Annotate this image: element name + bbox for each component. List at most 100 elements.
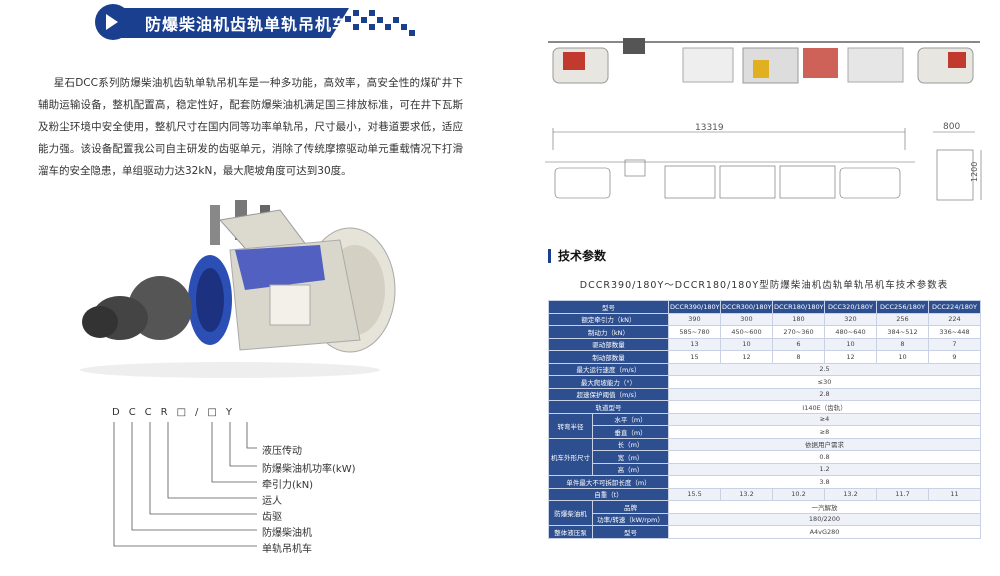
- group-label: 转弯半径: [548, 412, 593, 439]
- table-row: 单件最大不可拆卸长度（m） 3.8: [548, 475, 981, 489]
- group-label: 防爆柴油机: [548, 500, 593, 526]
- table-row: 高（m） 1.2: [549, 462, 981, 476]
- legend-item: 牵引力(kN): [262, 480, 314, 491]
- row-label: 制动部数量: [548, 350, 669, 364]
- row-label: 高（m）: [592, 462, 669, 476]
- cell: 300: [720, 312, 773, 326]
- cell: 585~780: [668, 325, 721, 339]
- table-row: 驱动部数量 13 10 6 10 8 7: [548, 337, 981, 351]
- table-row: 制动部数量 15 12 8 12 10 9: [548, 350, 981, 364]
- title-banner: 防爆柴油机齿轨单轨吊机车: [95, 4, 425, 42]
- gear-drive-unit-image: [80, 200, 396, 378]
- cell: 224: [928, 312, 981, 326]
- checker-decoration: [345, 10, 417, 38]
- cell: 10: [824, 337, 877, 351]
- cell: 11: [928, 487, 981, 501]
- group-label: 机车外形尺寸: [548, 437, 593, 476]
- cell: 依据用户需求: [668, 437, 981, 451]
- row-label: 自重（t）: [548, 487, 669, 501]
- table-row: 最大爬坡能力（°） ≤30: [548, 375, 981, 389]
- table-row: 制动力（kN） 585~780 450~600 270~360 480~640 …: [548, 325, 981, 339]
- cell: 8: [876, 337, 929, 351]
- legend-item: 齿驱: [262, 512, 282, 523]
- row-label: 制动力（kN）: [548, 325, 669, 339]
- row-label: 水平（m）: [592, 412, 669, 426]
- cell: 15: [668, 350, 721, 364]
- cell: I140E（齿轨）: [668, 400, 981, 414]
- model-code: DCCR□/□Y: [112, 407, 241, 418]
- table-row: 防爆柴油机 品牌 一汽解放: [548, 500, 981, 526]
- table-caption: DCCR390/180Y～DCCR180/180Y型防爆柴油机齿轨单轨吊机车技术…: [579, 280, 949, 291]
- legend-item: 运人: [262, 496, 282, 507]
- model-code-legend: 液压传动 防爆柴油机功率(kW) 牵引力(kN) 运人 齿驱 防爆柴油机 单轨吊…: [112, 420, 372, 560]
- row-label: 最大运行速度（m/s）: [548, 362, 669, 376]
- spec-table: 型号 DCCR390/180Y DCCR300/180Y DCCR180/180…: [548, 300, 981, 539]
- row-label: 垂直（m）: [592, 425, 669, 439]
- table-row: 整体液压泵 型号 A4vG280: [548, 525, 981, 539]
- cell: 8: [772, 350, 825, 364]
- cell: 11.7: [876, 487, 929, 501]
- row-label: 品牌: [592, 500, 669, 514]
- table-row: 最大运行速度（m/s） 2.5: [548, 362, 981, 376]
- table-row: 垂直（m） ≥8: [549, 425, 981, 439]
- legend-lines: [113, 422, 257, 547]
- cell: 320: [824, 312, 877, 326]
- legend-item: 防爆柴油机: [262, 528, 312, 539]
- cell: 12: [720, 350, 773, 364]
- row-label: 型号: [592, 525, 669, 539]
- play-icon: [95, 4, 131, 40]
- cell: 10.2: [772, 487, 825, 501]
- cell: ≤30: [668, 375, 981, 389]
- cell: 10: [720, 337, 773, 351]
- cell: 13.2: [720, 487, 773, 501]
- row-label: 驱动部数量: [548, 337, 669, 351]
- cell: 336~448: [928, 325, 981, 339]
- cell: 180: [772, 312, 825, 326]
- cell: 480~640: [824, 325, 877, 339]
- cell: 6: [772, 337, 825, 351]
- table-row: 自重（t） 15.5 13.2 10.2 13.2 11.7 11: [548, 487, 981, 501]
- header-cell: DCCR300/180Y: [720, 300, 773, 314]
- row-label: 轨道型号: [548, 400, 669, 414]
- section-title: 技术参数: [548, 249, 606, 263]
- header-cell: DCC256/180Y: [876, 300, 929, 314]
- row-label: 宽（m）: [592, 450, 669, 464]
- header-cell: DCCR180/180Y: [772, 300, 825, 314]
- cell: 1.2: [668, 462, 981, 476]
- cell: 10: [876, 350, 929, 364]
- row-label: 最大爬坡能力（°）: [548, 375, 669, 389]
- cell: 390: [668, 312, 721, 326]
- legend-item: 单轨吊机车: [262, 544, 312, 555]
- table-row: 宽（m） 0.8: [549, 450, 981, 464]
- cell: 15.5: [668, 487, 721, 501]
- table-row: 超速保护阈值（m/s） 2.8: [548, 387, 981, 401]
- header-cell: DCCR390/180Y: [668, 300, 721, 314]
- cell: 3.8: [668, 475, 981, 489]
- table-header-row: 型号 DCCR390/180Y DCCR300/180Y DCCR180/180…: [548, 300, 981, 314]
- product-description: 星石DCC系列防爆柴油机齿轨单轨吊机车是一种多功能，高效率，高安全性的煤矿井下辅…: [38, 77, 463, 177]
- locomotive-dimension-drawing: 13319 800 1200: [545, 122, 982, 201]
- cell: ≥4: [668, 412, 981, 426]
- row-label: 功率/转速（kW/rpm）: [592, 512, 669, 526]
- page-title: 防爆柴油机齿轨单轨吊机车: [145, 15, 350, 34]
- cell: 9: [928, 350, 981, 364]
- legend-item: 液压传动: [262, 446, 302, 457]
- cell: ≥8: [668, 425, 981, 439]
- row-label: 超速保护阈值（m/s）: [548, 387, 669, 401]
- cell: 13: [668, 337, 721, 351]
- locomotive-3d-drawing: [548, 38, 980, 84]
- cell: 13.2: [824, 487, 877, 501]
- group-label: 整体液压泵: [548, 525, 593, 539]
- cell: 384~512: [876, 325, 929, 339]
- header-cell: DCC224/180Y: [928, 300, 981, 314]
- cell: 180/2200: [668, 512, 981, 526]
- cell: 270~360: [772, 325, 825, 339]
- legend-item: 防爆柴油机功率(kW): [262, 464, 356, 475]
- cell: 7: [928, 337, 981, 351]
- table-row: 转弯半径 水平（m） ≥4: [548, 412, 981, 439]
- table-row: 额定牵引力（kN） 390 300 180 320 256 224: [548, 312, 981, 326]
- cell: 0.8: [668, 450, 981, 464]
- cell: 256: [876, 312, 929, 326]
- banner-bar: [119, 8, 349, 38]
- header-cell: DCC320/180Y: [824, 300, 877, 314]
